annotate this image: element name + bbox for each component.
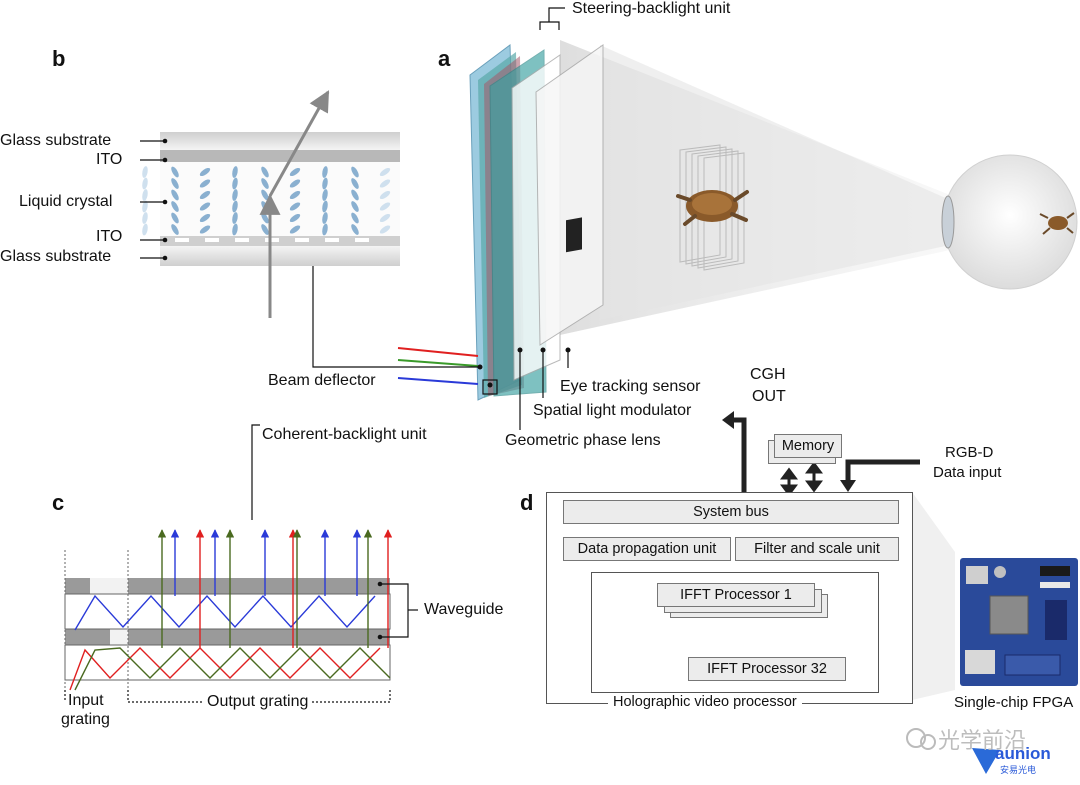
coherent-backlight-unit-label: Coherent-backlight unit (262, 426, 427, 443)
liquid-crystal-label: Liquid crystal (19, 193, 113, 210)
deflection-arrows (259, 90, 330, 318)
eye-tracking-sensor-icon (566, 217, 582, 253)
data-propagation-unit-label: Data propagation unit (577, 541, 717, 557)
geometric-phase-lens-label: Geometric phase lens (505, 432, 661, 449)
waveguide-label: Waveguide (424, 601, 504, 618)
memory-label: Memory (781, 438, 835, 454)
leader-dots-a (477, 347, 571, 388)
waveguide-rays (69, 529, 393, 691)
rgbd-input-arrowhead (840, 480, 856, 492)
eye-sphere (941, 154, 1078, 290)
panel-label-c: c (52, 490, 65, 515)
watermark-logo-subtext: 安易光电 (1000, 765, 1037, 775)
liquid-crystal-molecules (142, 166, 391, 236)
cgh-out-label-line1: CGH (750, 366, 786, 383)
data-propagation-unit-box: Data propagation unit (563, 537, 731, 561)
cgh-out-label-line2: OUT (752, 388, 786, 405)
memory-box: Memory (774, 434, 842, 458)
turtle-image-retina (1039, 212, 1075, 235)
leader-lines-a (251, 7, 569, 520)
grating-dividers (64, 550, 129, 690)
ifft-processor-32-label: IFFT Processor 32 (707, 661, 827, 677)
ifft-processor-1-box: IFFT Processor 1 (657, 583, 815, 607)
memory-bus-arrows (780, 461, 823, 497)
input-grating-label-line2: grating (61, 711, 110, 728)
lc-cell (160, 132, 400, 266)
steering-backlight-unit-label: Steering-backlight unit (572, 0, 731, 17)
watermark-text: 光学前沿 (938, 728, 1027, 753)
rgbd-label-line1: RGB-D (945, 444, 994, 461)
ifft-processor-1-label: IFFT Processor 1 (680, 587, 792, 603)
leader-lines-c (64, 583, 418, 703)
ito-top-label: ITO (96, 151, 123, 168)
input-beams (397, 347, 479, 385)
glass-substrate-bottom-label: Glass substrate (0, 248, 112, 265)
leader-lines-b (140, 140, 165, 259)
rgbd-input-arrow (845, 459, 920, 484)
waveguide (64, 578, 391, 681)
cgh-out-arrowhead (722, 411, 734, 429)
ito-bottom-label: ITO (96, 228, 123, 245)
fpga-board-image (960, 558, 1078, 686)
output-grating-label: Output grating (203, 693, 313, 711)
rgbd-label-line2: Data input (933, 464, 1002, 481)
ifft-processor-32-box: IFFT Processor 32 (688, 657, 846, 681)
ito-electrodes (175, 238, 369, 242)
single-chip-fpga-label: Single-chip FPGA (954, 694, 1074, 711)
input-grating-label-line1: Input (68, 692, 104, 709)
filter-scale-unit-label: Filter and scale unit (754, 541, 880, 557)
panel-label-a: a (438, 46, 451, 71)
leader-dots-c (377, 581, 383, 640)
system-bus-label: System bus (693, 504, 769, 520)
glass-substrate-top-label: Glass substrate (0, 132, 112, 149)
panel-label-d: d (520, 490, 534, 515)
watermark-logo-icon (906, 728, 1000, 774)
turtle-image-hologram (676, 190, 749, 226)
cgh-out-arrow (730, 417, 747, 492)
holographic-video-processor-label: Holographic video processor (608, 693, 802, 711)
spatial-light-modulator-label: Spatial light modulator (533, 402, 692, 419)
watermark-logo-text: aunion (995, 744, 1051, 763)
leader-dots-b (162, 138, 168, 261)
system-bus-box: System bus (563, 500, 899, 524)
beam-deflector-label: Beam deflector (268, 372, 376, 389)
filter-scale-unit-box: Filter and scale unit (735, 537, 899, 561)
hologram-planes (679, 144, 745, 271)
light-cone (560, 40, 950, 335)
display-stack (469, 44, 604, 401)
fpga-connector (912, 492, 955, 700)
eye-tracking-sensor-label: Eye tracking sensor (560, 378, 701, 395)
panel-label-b: b (52, 46, 66, 71)
